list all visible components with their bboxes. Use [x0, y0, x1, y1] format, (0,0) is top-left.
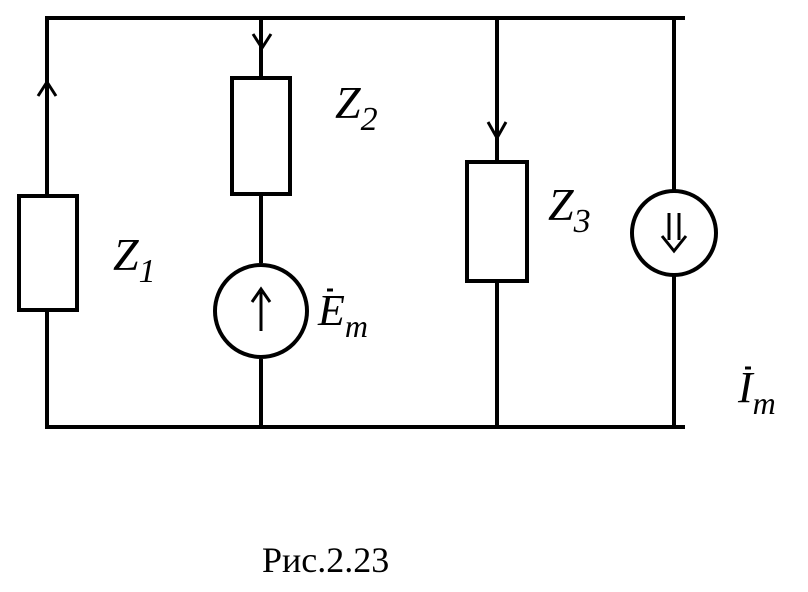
z3-label: Z3	[548, 179, 591, 240]
impedance-z3-icon	[465, 160, 529, 283]
z1-label: Z1	[113, 229, 156, 290]
z2-label: Z2	[335, 77, 378, 138]
arrow-up-icon	[36, 79, 58, 97]
wires	[45, 16, 685, 429]
impedance-z1-icon	[17, 194, 79, 312]
arrow-down-icon	[486, 121, 508, 142]
emf-source-icon	[213, 263, 309, 359]
labels: Z1 Z2 Z3 Em Im Рис.2.23	[113, 77, 776, 580]
current-source-icon	[630, 189, 718, 277]
figure-caption: Рис.2.23	[262, 540, 389, 580]
arrow-down-icon	[251, 33, 273, 51]
current-label: Im	[737, 363, 776, 421]
impedances	[17, 76, 529, 312]
emf-label: Em	[317, 286, 368, 344]
impedance-z2-icon	[230, 76, 292, 196]
current-arrows	[36, 33, 508, 142]
